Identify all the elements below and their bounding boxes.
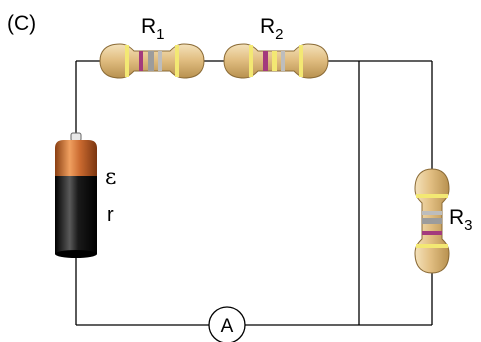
resistor-r1-band-1 (125, 45, 129, 77)
resistor-r3-band-3 (422, 218, 442, 224)
resistor-r2-band-4 (281, 51, 285, 71)
battery-cap (55, 140, 97, 176)
resistor-r3-band-1 (416, 194, 448, 198)
battery-internal-resistance-label: r (107, 204, 114, 226)
resistor-r1-band-3 (148, 51, 154, 71)
resistor-r3 (414, 168, 450, 274)
battery-base (55, 250, 97, 258)
resistor-r2 (223, 43, 329, 79)
resistor-r2-label: R2 (260, 15, 284, 43)
battery-emf-label: ε (105, 165, 116, 190)
resistor-r1-band-5 (175, 45, 179, 77)
resistor-r1-label: R1 (141, 15, 165, 43)
resistor-r2-band-2 (263, 51, 268, 71)
resistor-r2-band-1 (249, 45, 253, 77)
ammeter: A (208, 306, 246, 342)
resistor-r1 (99, 43, 205, 79)
resistor-r1-band-2 (139, 51, 143, 71)
resistor-r3-band-2 (422, 211, 442, 215)
circuit-wires (75, 60, 433, 326)
resistor-r3-band-4 (422, 231, 442, 235)
battery (55, 132, 97, 258)
ammeter-circle (208, 306, 246, 342)
resistor-r2-band-5 (299, 45, 303, 77)
ammeter-label: A (221, 316, 234, 337)
resistor-r3-label: R3 (449, 206, 473, 234)
panel-label: (C) (7, 12, 36, 35)
battery-body (55, 176, 97, 254)
resistor-r2-band-3 (272, 51, 277, 71)
battery-terminal (70, 132, 82, 142)
resistor-r3-band-5 (416, 244, 448, 248)
resistor-r1-band-4 (158, 51, 162, 71)
